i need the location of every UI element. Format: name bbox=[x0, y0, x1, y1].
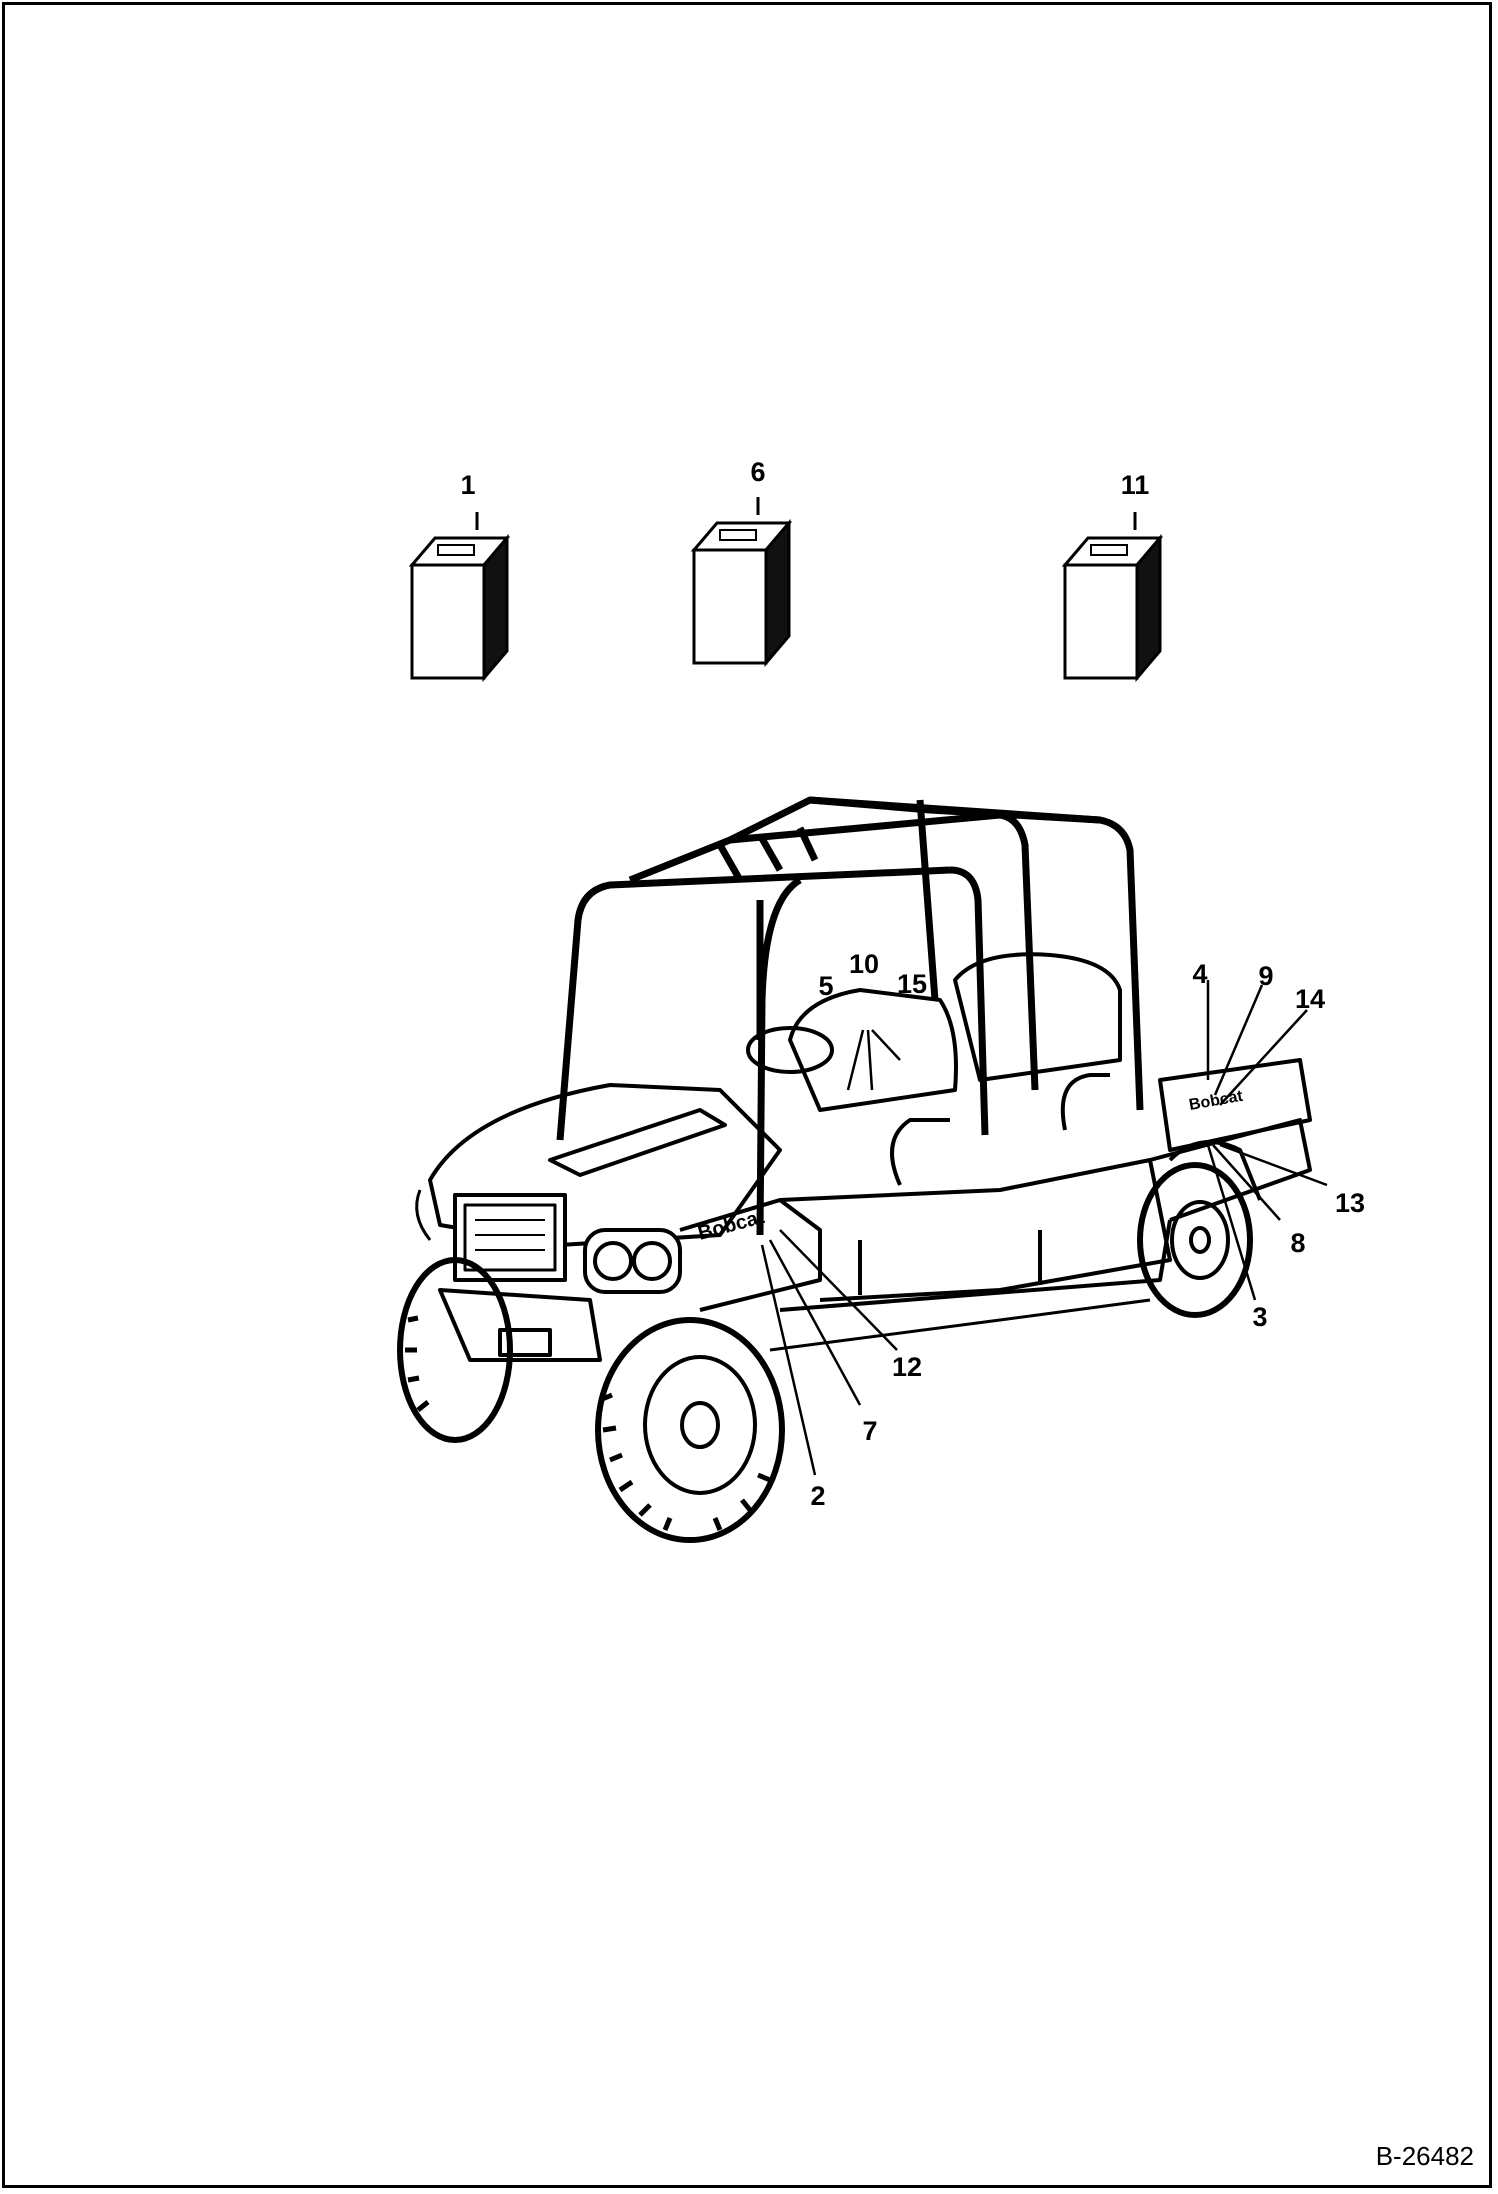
callout-5: 5 bbox=[818, 971, 833, 1001]
decal-pack-11 bbox=[1061, 512, 1164, 683]
rear-tire bbox=[1137, 1162, 1253, 1318]
front-grille bbox=[453, 1193, 567, 1282]
front-fender bbox=[679, 1198, 822, 1312]
callout-7: 7 bbox=[862, 1416, 877, 1446]
front-tire bbox=[595, 1317, 785, 1543]
front-left-tire bbox=[397, 1257, 513, 1443]
decal-pack-1 bbox=[408, 512, 511, 683]
svg-text:Bobcat: Bobcat bbox=[696, 1206, 767, 1245]
callout-1: 1 bbox=[460, 470, 475, 500]
decal-pack-6 bbox=[690, 497, 793, 668]
callout-11: 11 bbox=[1121, 470, 1150, 500]
callout-10: 10 bbox=[849, 949, 879, 979]
figure-id: B-26482 bbox=[1375, 2141, 1474, 2171]
seats bbox=[788, 952, 1122, 1186]
steering-wheel bbox=[746, 1026, 834, 1074]
callout-8: 8 bbox=[1290, 1228, 1305, 1258]
leader-lines bbox=[760, 980, 1328, 1476]
callout-13: 13 bbox=[1335, 1188, 1365, 1218]
body-side bbox=[779, 1158, 1172, 1302]
roll-cage bbox=[556, 796, 1144, 1236]
callout-15: 15 bbox=[897, 969, 927, 999]
callout-2: 2 bbox=[810, 1481, 825, 1511]
callout-3: 3 bbox=[1252, 1302, 1267, 1332]
callout-12: 12 bbox=[892, 1352, 922, 1382]
headlights-left bbox=[583, 1228, 682, 1294]
hood bbox=[428, 1083, 782, 1247]
callout-14: 14 bbox=[1295, 984, 1325, 1014]
callout-9: 9 bbox=[1258, 961, 1273, 991]
callout-6: 6 bbox=[750, 457, 765, 487]
callouts: 1 6 11 5 10 15 4 9 14 13 8 3 12 7 2 bbox=[460, 457, 1365, 1511]
callout-4: 4 bbox=[1192, 959, 1207, 989]
cargo-bed bbox=[1158, 1058, 1312, 1152]
utility-vehicle-drawing: Bobcat Bobcat bbox=[397, 796, 1312, 1543]
